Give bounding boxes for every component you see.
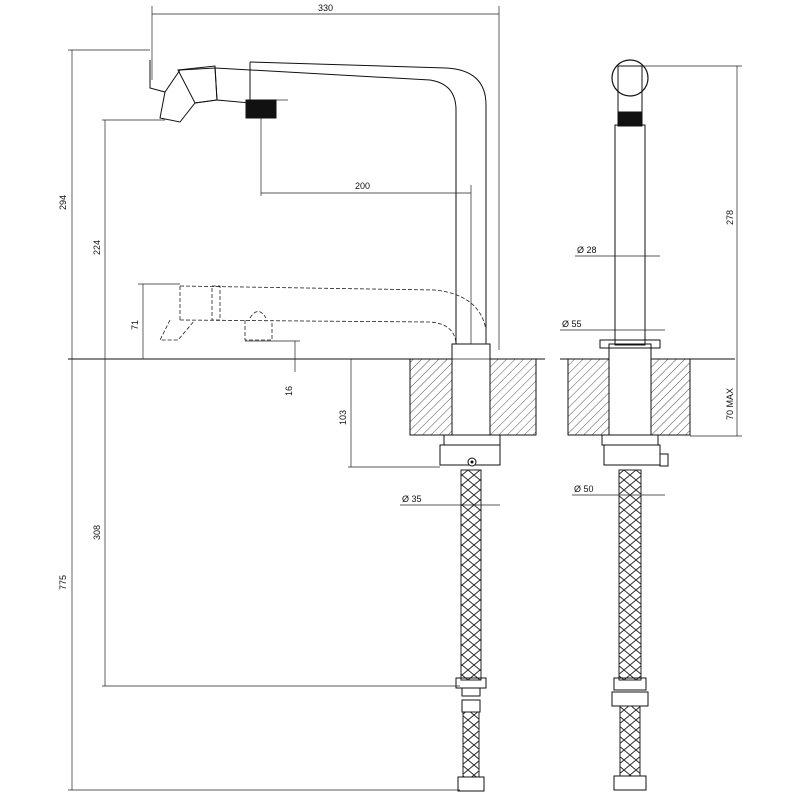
mount-shank-side (608, 343, 652, 437)
side-view (560, 59, 735, 791)
dim-shank-diameter-side: Ø 50 (574, 484, 594, 494)
spout-head (149, 60, 251, 104)
dim-pullout-offset: 16 (284, 386, 294, 396)
pullout-ghost (179, 285, 487, 344)
dim-reach: 200 (355, 181, 370, 191)
knurled-aerator (245, 99, 277, 119)
hose-side (618, 469, 642, 681)
dim-base-diameter: Ø 55 (562, 319, 582, 329)
dim-total-width: 330 (318, 3, 333, 13)
dim-spout-to-counter: 224 (92, 240, 102, 255)
dim-side-height: 278 (725, 210, 735, 225)
dim-shank-diameter-front: Ø 35 (402, 494, 422, 504)
dim-total-height: 775 (58, 575, 68, 590)
spout-head-side (611, 59, 649, 97)
base-flange-side (599, 339, 661, 349)
mount-shank-front (451, 343, 491, 437)
dim-counter-depth: 103 (338, 410, 348, 425)
hose-front (460, 469, 482, 681)
dim-pullout-height: 71 (130, 320, 140, 330)
mount-nut-front (443, 434, 501, 446)
faucet-body-front (214, 67, 457, 344)
dim-max-thickness: 70 MAX (725, 388, 735, 420)
front-dimensions: 330 294 224 200 71 16 103 308 775 (58, 3, 500, 791)
dim-below-counter: 308 (92, 525, 102, 540)
faucet-body-side (614, 124, 646, 346)
front-view (68, 60, 545, 792)
side-dimensions: 278 70 MAX Ø 28 Ø 55 Ø 50 (560, 65, 742, 496)
dim-spout-height: 294 (58, 195, 68, 210)
dim-body-diameter: Ø 28 (577, 245, 597, 255)
